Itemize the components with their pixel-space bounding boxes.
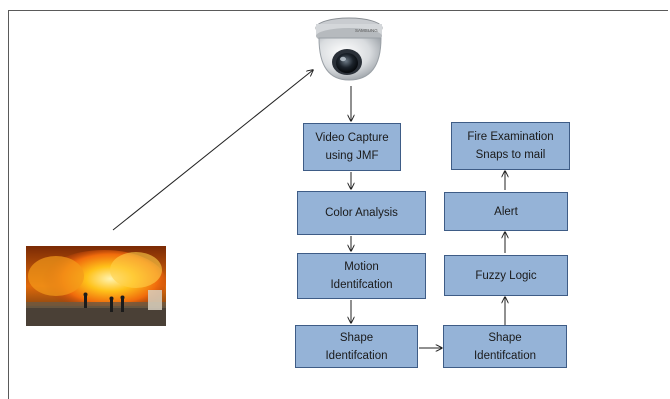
node-motion-identification: Motion Identifcation: [297, 253, 426, 299]
diagram-frame: [8, 10, 668, 399]
node-alert: Alert: [444, 192, 568, 231]
wildfire-photo: [26, 246, 166, 326]
arrow-fire-to-camera: [112, 70, 313, 231]
node-video-capture: Video Capture using JMF: [303, 123, 401, 171]
node-shape-identification-right: Shape Identifcation: [443, 325, 567, 368]
dome-security-camera-icon: SAMSUNG: [315, 17, 383, 81]
node-fire-examination: Fire Examination Snaps to mail: [451, 122, 570, 170]
camera-brand-text: SAMSUNG: [355, 28, 378, 33]
node-shape-identification-left: Shape Identifcation: [295, 325, 418, 368]
node-color-analysis: Color Analysis: [297, 191, 426, 235]
node-fuzzy-logic: Fuzzy Logic: [444, 255, 568, 296]
